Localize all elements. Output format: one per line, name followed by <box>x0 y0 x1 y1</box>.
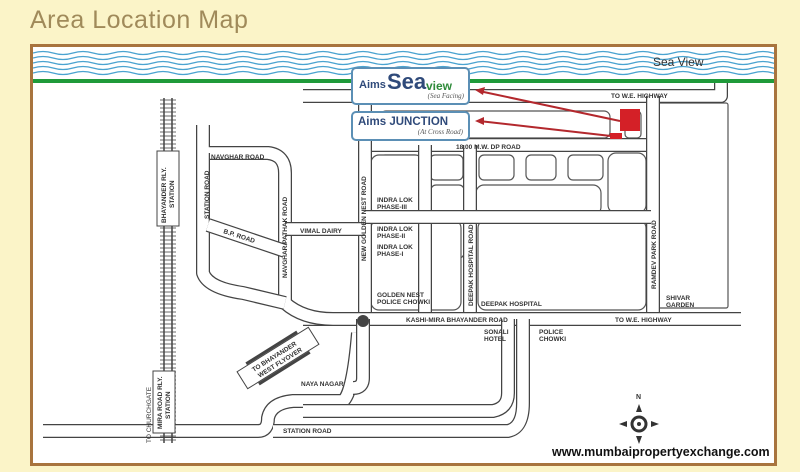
svg-text:SONALI: SONALI <box>484 329 509 336</box>
svg-text:GARDEN: GARDEN <box>666 302 694 309</box>
svg-text:HOTEL: HOTEL <box>484 336 506 343</box>
label-station-road-h: STATION ROAD <box>283 428 332 435</box>
label-station-road-v: STATION ROAD <box>204 170 211 219</box>
label-deepak-hospital: DEEPAK HOSPITAL <box>481 301 542 308</box>
svg-text:INDRA LOK: INDRA LOK <box>377 244 413 251</box>
label-new-golden-nest: NEW GOLDEN NEST ROAD <box>361 176 368 261</box>
label-kashi-mira: KASHI-MIRA BHAYANDER ROAD <box>406 317 508 324</box>
bhayander-station-label: BHAYANDER RLY. <box>161 167 168 223</box>
junction-circle <box>357 315 369 327</box>
wave-line <box>33 60 774 66</box>
svg-text:PHASE-III: PHASE-III <box>377 204 407 211</box>
svg-text:POLICE CHOWKI: POLICE CHOWKI <box>377 299 430 306</box>
station-road-lower <box>273 319 529 437</box>
station-road-v <box>197 153 287 309</box>
seaview-arrow <box>478 90 621 122</box>
label-naya-nagar: NAYA NAGAR <box>301 381 344 388</box>
seaview-site-marker <box>620 109 640 131</box>
svg-text:PHASE-I: PHASE-I <box>377 251 404 258</box>
label-vimal-dairy: VIMAL DAIRY <box>300 228 343 235</box>
map-canvas: Sea View BHAYANDER RLY. STATION MIRA ROA… <box>33 50 774 459</box>
aims-seaview-label-box: Aims Sea view (Sea Facing) <box>351 67 470 105</box>
mira-road-station-label-2: STATION <box>165 391 172 419</box>
to-churchgate-label: TO CHURCHGATE <box>146 386 153 443</box>
bp-road <box>206 219 287 257</box>
sea-view-label: Sea View <box>653 55 704 69</box>
wave-line <box>33 55 774 61</box>
svg-text:PHASE-II: PHASE-II <box>377 233 405 240</box>
svg-text:SHIVAR: SHIVAR <box>666 295 690 302</box>
label-navghar-pathak: NAVGHAR PATHAK ROAD <box>282 196 289 278</box>
map-frame: Sea View BHAYANDER RLY. STATION MIRA ROA… <box>30 44 777 466</box>
label-ramdev-park: RAMDEV PARK ROAD <box>651 220 658 289</box>
label-we-highway-bottom: TO W.E. HIGHWAY <box>615 317 672 324</box>
junction-arrowhead <box>475 117 484 125</box>
page-title: Area Location Map <box>30 6 249 34</box>
junction-site-marker <box>610 133 622 139</box>
svg-text:GOLDEN NEST: GOLDEN NEST <box>377 292 424 299</box>
mid-road <box>303 319 514 417</box>
svg-text:N: N <box>636 394 641 401</box>
road-naya-nagar <box>352 319 369 394</box>
mira-road-station-box <box>152 370 176 434</box>
aims-junction-label-box: Aims JUNCTION (At Cross Road) <box>351 111 470 141</box>
junction-arrow <box>478 120 612 137</box>
label-deepak-hospital-road: DEEPAK HOSPITAL ROAD <box>468 224 475 306</box>
svg-text:INDRA LOK: INDRA LOK <box>377 197 413 204</box>
wave-line <box>33 50 774 56</box>
mira-road-station-label: MIRA ROAD RLY. <box>157 376 164 429</box>
compass-icon: N <box>619 394 659 444</box>
label-we-highway-top: TO W.E. HIGHWAY <box>611 93 668 100</box>
bhayander-station-box <box>156 150 180 227</box>
svg-text:POLICE: POLICE <box>539 329 564 336</box>
seaview-arrowhead <box>475 87 485 95</box>
label-navghar-road: NAVGHAR ROAD <box>211 154 265 161</box>
station-road-h <box>43 332 364 437</box>
svg-text:INDRA LOK: INDRA LOK <box>377 226 413 233</box>
navghar-road <box>197 125 334 325</box>
road-labels: TO W.E. HIGHWAY 18.00 M.W. DP ROAD NAVGH… <box>204 93 694 435</box>
bhayander-station-label-2: STATION <box>169 180 176 208</box>
svg-text:CHOWKI: CHOWKI <box>539 336 566 343</box>
website-watermark: www.mumbaipropertyexchange.com <box>551 445 770 459</box>
label-dp-road: 18.00 M.W. DP ROAD <box>456 144 521 151</box>
city-blocks <box>370 102 729 311</box>
